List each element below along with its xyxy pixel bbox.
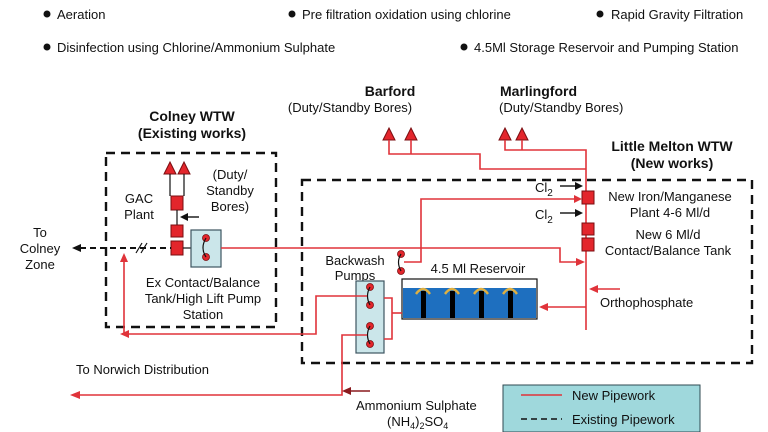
aerator-icon [502, 287, 518, 295]
arrow-right-icon [575, 182, 583, 190]
to-colney-zone: To Colney Zone [20, 225, 171, 272]
iron-plant-label-1: New Iron/Manganese [608, 189, 732, 204]
iron-manganese-plant-unit [581, 190, 595, 205]
aerator-icon [473, 287, 489, 295]
pump-to-colney-pipe [123, 260, 367, 335]
little-melton-boundary [300, 178, 754, 365]
colney-to-contact-pipe [221, 247, 578, 263]
legend-existing-label: Existing Pipework [572, 412, 675, 427]
cl2-label-2: Cl2 [535, 207, 553, 226]
arrow-left-icon [72, 244, 81, 252]
bullet-icon [43, 43, 51, 51]
contact-tank-label-1: New 6 Ml/d [635, 227, 700, 242]
colney-boundary [104, 151, 278, 329]
ammonium-sulphate-label: Ammonium Sulphate [356, 398, 477, 413]
bullet-icon [460, 43, 468, 51]
legend: New Pipework Existing Pipework [502, 384, 701, 432]
bore-icon [515, 126, 529, 141]
arrow-right-icon [574, 195, 582, 203]
barford-title: Barford [365, 83, 416, 99]
contact-tank-unit [581, 237, 595, 252]
gac-plant-unit [170, 195, 184, 211]
backwash-label-2: Pumps [335, 268, 376, 283]
bore-icon [163, 160, 177, 175]
bullet-prefiltration: Pre filtration oxidation using chlorine [302, 7, 511, 22]
marlingford-title: Marlingford [500, 83, 577, 99]
bullet-icon [43, 10, 51, 18]
ex-tank-label-1: Ex Contact/Balance [146, 275, 260, 290]
bullet-icon [596, 10, 604, 18]
barford-pipe [388, 140, 586, 170]
marlingford: Marlingford (Duty/Standby Bores) [498, 83, 623, 141]
little-melton-subtitle: (New works) [631, 155, 713, 171]
bore-icon [177, 160, 191, 175]
gac-label-2: Plant [124, 207, 154, 222]
marlingford-subtitle: (Duty/Standby Bores) [499, 100, 623, 115]
colney-zone-label-3: Zone [25, 257, 55, 272]
bullet-rapid-gravity: Rapid Gravity Filtration [611, 7, 743, 22]
bullet-icon [288, 10, 296, 18]
colney-bores-label-3: Bores) [211, 199, 249, 214]
aerator-icon [415, 287, 431, 295]
colney-title: Colney WTW [149, 108, 235, 124]
arrow-icon [180, 213, 188, 221]
colney-unit [170, 240, 184, 256]
backwash-pipe [404, 198, 578, 263]
bullet-storage: 4.5Ml Storage Reservoir and Pumping Stat… [474, 40, 738, 55]
little-melton-wtw: Little Melton WTW (New works) Cl2 Cl2 Ne… [300, 138, 754, 365]
bore-icon [382, 126, 396, 141]
colney-unit [170, 224, 184, 238]
ammonium-formula: (NH4)2SO4 [387, 414, 448, 431]
reservoir-label: 4.5 Ml Reservoir [431, 261, 526, 276]
colney-bores-label-2: Standby [206, 183, 254, 198]
aerator-icon [444, 287, 460, 295]
bore-icon [498, 126, 512, 141]
contact-tank-label-2: Contact/Balance Tank [605, 243, 732, 258]
ex-tank-label-2: Tank/High Lift Pump [145, 291, 261, 306]
colney-wtw: Colney WTW (Existing works) GAC Plant (D… [104, 108, 278, 329]
arrow-right-icon [576, 258, 585, 266]
barford-subtitle: (Duty/Standby Bores) [288, 100, 412, 115]
backwash-label-1: Backwash [325, 253, 384, 268]
to-norwich-label: To Norwich Distribution [76, 362, 209, 377]
colney-zone-label-1: To [33, 225, 47, 240]
arrow-left-icon [120, 330, 129, 338]
contact-tank-unit [581, 222, 595, 236]
colney-subtitle: (Existing works) [138, 125, 246, 141]
arrow-left-icon [539, 303, 548, 311]
arrow-left-icon [342, 387, 351, 395]
colney-bores-label-1: (Duty/ [213, 167, 248, 182]
barford: Barford (Duty/Standby Bores) [288, 83, 418, 141]
cl2-label-1: Cl2 [535, 180, 553, 199]
bore-icon [404, 126, 418, 141]
legend-new-label: New Pipework [572, 388, 656, 403]
bullet-disinfection: Disinfection using Chlorine/Ammonium Sul… [57, 40, 335, 55]
colney-zone-label-2: Colney [20, 241, 61, 256]
arrow-left-icon [70, 391, 80, 399]
orthophosphate-label: Orthophosphate [600, 295, 693, 310]
arrow-up-icon [120, 253, 128, 262]
bullet-aeration: Aeration [57, 7, 105, 22]
aerators [415, 287, 518, 318]
arrow-left-icon [589, 285, 598, 293]
new-pipework [70, 195, 620, 399]
ex-tank-label-3: Station [183, 307, 223, 322]
little-melton-title: Little Melton WTW [611, 138, 733, 154]
treatment-bullets: Aeration Pre filtration oxidation using … [43, 7, 743, 55]
to-norwich-pipe [78, 334, 367, 396]
gac-label-1: GAC [125, 191, 153, 206]
legend-box [502, 384, 701, 432]
arrow-right-icon [575, 209, 583, 217]
iron-plant-label-2: Plant 4-6 Ml/d [630, 205, 710, 220]
